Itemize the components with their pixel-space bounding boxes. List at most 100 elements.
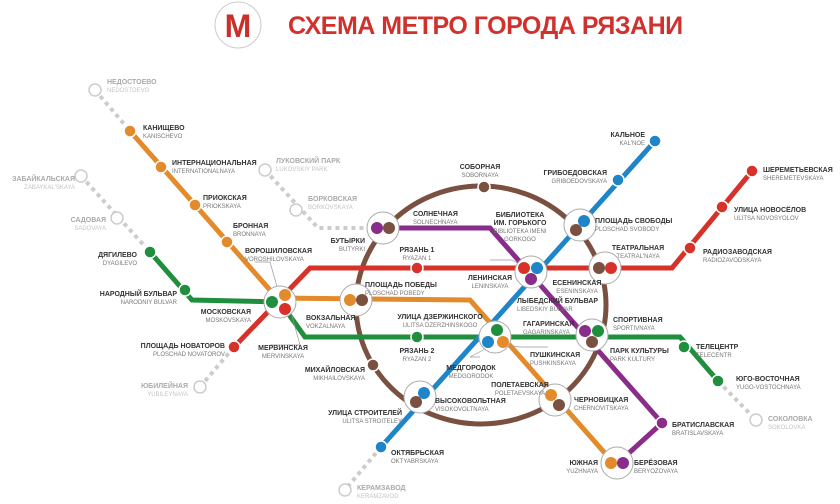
interchange-vysokovoltnaya[interactable] [403, 380, 437, 414]
station-dot-sokolovka[interactable] [749, 413, 763, 427]
station-dot-yubileynaya[interactable] [193, 380, 207, 394]
station-name-ru: ЗАБАЙКАЛЬСКАЯ [12, 174, 75, 183]
interchange-chernovitskaya[interactable] [538, 383, 572, 417]
station-name-en: NARODNIY BULVAR [121, 300, 178, 306]
station-name-ru: МЕРВИНСКАЯ [258, 345, 308, 352]
station-dot-nedostoevo[interactable] [88, 83, 102, 97]
station-dot-bronnaya[interactable] [220, 235, 234, 249]
interchange-park[interactable] [575, 318, 609, 352]
station-dot-sheremetevskaya[interactable] [745, 164, 759, 178]
interchange-pobedy[interactable] [339, 283, 373, 317]
interchange-moskovskaya[interactable] [263, 285, 297, 319]
station-dot-keramzavod[interactable] [338, 483, 352, 497]
interchange-medgorodok[interactable] [478, 320, 512, 354]
station-dot-griboedovskaya[interactable] [611, 173, 625, 187]
station-name-en: MOSKOVSKAYA [206, 318, 251, 324]
station-dot-sadovaya[interactable] [110, 211, 124, 225]
station-dot-borkovskaya[interactable] [289, 203, 303, 217]
station-dot-purple [579, 325, 591, 337]
interchange-butyrki[interactable] [366, 211, 400, 245]
station-dot-yugo[interactable] [711, 374, 725, 388]
station-dot-oktyabrskaya[interactable] [374, 440, 388, 454]
station-dot-brown [383, 222, 395, 234]
interchange-leninskaya[interactable] [514, 255, 548, 289]
interchange-svobody[interactable] [563, 208, 597, 242]
station-dot-telecentr[interactable] [677, 340, 691, 354]
station-dot-radiozavodskaya[interactable] [683, 241, 697, 255]
station-dot-lukovsky[interactable] [258, 163, 272, 177]
station-dot-novosyolov[interactable] [715, 200, 729, 214]
station-dot-zabaykalskaya[interactable] [74, 169, 88, 183]
interchange-yuzhnaya[interactable] [600, 446, 634, 480]
station-dot-priokskaya[interactable] [188, 198, 202, 212]
station-dot-sobornaya[interactable] [477, 180, 491, 194]
station-dot-red [279, 303, 291, 315]
station-dot-ryazan1[interactable] [410, 261, 424, 275]
station-dot-narodny[interactable] [178, 283, 192, 297]
station-dot-internatsionalnaya[interactable] [154, 160, 168, 174]
station-dot-kalnoe[interactable] [648, 134, 662, 148]
station-dot-dyagilevo[interactable] [143, 245, 157, 259]
station-dot-bratislavskaya[interactable] [655, 416, 669, 430]
station-dot-mikhaylovskaya[interactable] [366, 358, 380, 372]
station-dot-novatorov[interactable] [227, 340, 241, 354]
station-name-en: BORKOVSKAYA [308, 205, 353, 211]
station-dot-ryazan2[interactable] [410, 330, 424, 344]
station-dot-kanischevo[interactable] [123, 124, 137, 138]
interchange-teatralnaya[interactable] [588, 251, 622, 285]
